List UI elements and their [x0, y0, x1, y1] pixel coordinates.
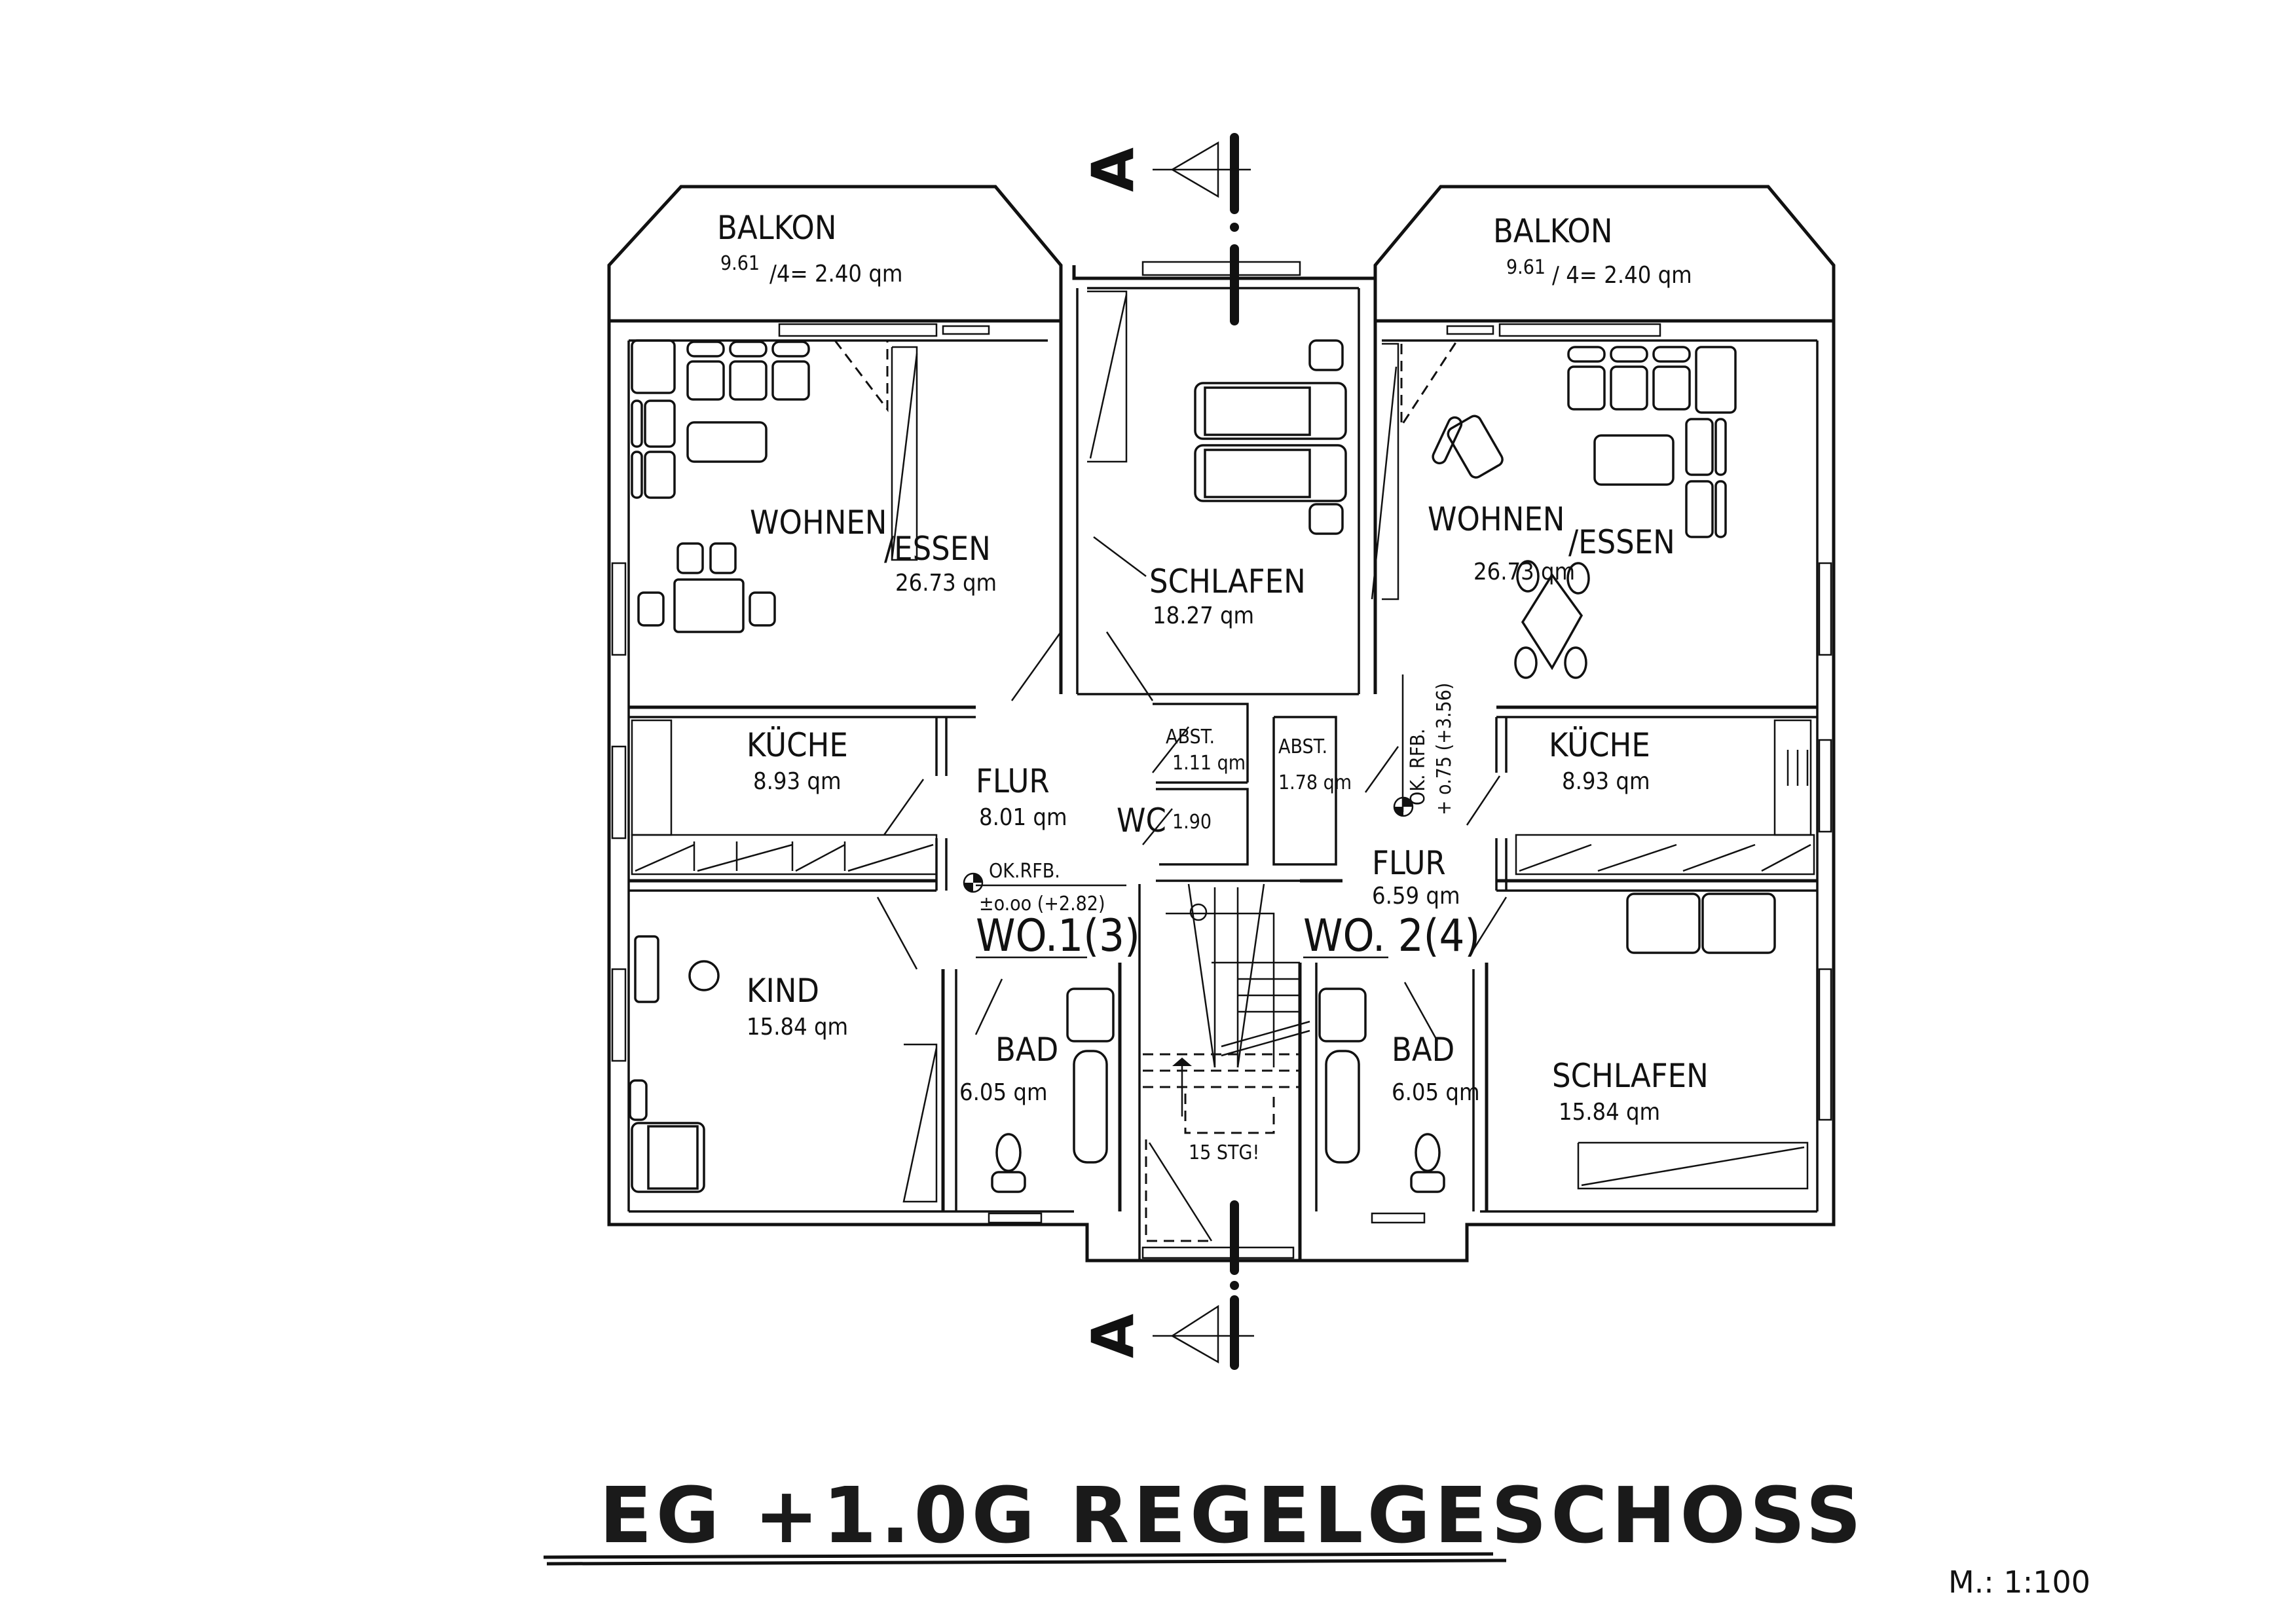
room-balkon-right-area-num: 9.61: [1506, 256, 1546, 279]
room-flur-left-name: FLUR: [976, 762, 1050, 800]
windows: [611, 261, 1832, 1259]
room-schlafen-right-name: SCHLAFEN: [1552, 1057, 1709, 1095]
room-balkon-right-name: BALKON: [1493, 212, 1612, 250]
interior-walls: [629, 288, 1817, 1261]
room-wc-area: 1.90: [1172, 811, 1212, 834]
exterior-walls: [607, 185, 1836, 1263]
furniture-lower: [629, 893, 1809, 1203]
room-abst-right-name: ABST.: [1278, 735, 1327, 758]
drawing-scale: M.: 1:100: [1948, 1564, 2090, 1600]
section-labels: A A: [1079, 147, 1147, 1358]
room-bad-left-area: 6.05 qm: [959, 1079, 1048, 1106]
level-marker-right: [1393, 674, 1414, 817]
room-wohnen-right-area: 26.73 qm: [1473, 559, 1575, 585]
level-annotations: OK.RFB. ±o.oo (+2.82) OK. RFB. + o.75 (+…: [979, 683, 1456, 1164]
room-wohnen-right-name-b: /ESSEN: [1568, 523, 1675, 561]
room-kueche-right-name: KÜCHE: [1549, 726, 1650, 764]
level-right-value: + o.75 (+3.56): [1433, 683, 1456, 815]
section-marker-top: A: [1079, 147, 1147, 192]
room-schlafen-right-area: 15.84 qm: [1559, 1099, 1660, 1126]
unit-labels: WO.1(3) WO. 2(4): [976, 910, 1480, 962]
furniture-kitchens: [631, 719, 1815, 876]
level-left-label: OK.RFB.: [989, 860, 1060, 883]
title-block: EG +1.0G REGELGESCHOSS M.: 1:100: [543, 1470, 2090, 1600]
room-abst-left-area: 1.11 qm: [1172, 752, 1246, 775]
room-wohnen-left-name: WOHNEN: [750, 504, 887, 542]
room-kueche-right-area: 8.93 qm: [1562, 768, 1650, 795]
room-kind-name: KIND: [747, 972, 819, 1010]
room-balkon-right-area: / 4= 2.40 qm: [1552, 262, 1692, 289]
unit-label-wo2: WO. 2(4): [1303, 910, 1480, 962]
room-wohnen-left-name-b: /ESSEN: [884, 530, 991, 568]
room-labels: BALKON 9.61 /4= 2.40 qm BALKON 9.61 / 4=…: [717, 209, 1709, 1126]
stairs-count-label: 15 STG!: [1189, 1141, 1259, 1164]
room-wohnen-left-area: 26.73 qm: [895, 570, 997, 597]
room-wc-name: WC: [1117, 802, 1166, 840]
furniture-living-left: [631, 339, 918, 633]
furniture-living-right: [1371, 340, 1737, 679]
room-flur-left-area: 8.01 qm: [979, 804, 1067, 831]
room-wohnen-right-name: WOHNEN: [1428, 500, 1565, 538]
room-abst-left-name: ABST.: [1166, 726, 1215, 748]
room-kueche-left-area: 8.93 qm: [753, 768, 842, 795]
drawing-title: EG +1.0G REGELGESCHOSS: [599, 1470, 1865, 1560]
level-right-label: OK. RFB.: [1407, 729, 1430, 805]
level-left-value: ±o.oo (+2.82): [979, 893, 1105, 915]
room-balkon-left-name: BALKON: [717, 209, 836, 247]
section-line-bottom: [1153, 1200, 1254, 1370]
room-schlafen-center-name: SCHLAFEN: [1149, 563, 1306, 600]
furniture-bedroom-center: [1087, 290, 1347, 577]
stairwell: [1143, 883, 1310, 1242]
room-balkon-left-area: /4= 2.40 qm: [769, 261, 902, 287]
room-schlafen-center-area: 18.27 qm: [1153, 602, 1254, 629]
room-flur-right-area: 6.59 qm: [1372, 883, 1460, 910]
room-flur-right-name: FLUR: [1372, 844, 1446, 882]
room-abst-right-area: 1.78 qm: [1278, 771, 1352, 794]
room-balkon-left-area-num: 9.61: [720, 252, 760, 275]
door-swings: [876, 631, 1508, 1042]
room-bad-left-name: BAD: [995, 1031, 1058, 1069]
unit-label-wo1: WO.1(3): [976, 910, 1140, 962]
room-bad-right-area: 6.05 qm: [1392, 1079, 1480, 1106]
section-line-top: [1153, 133, 1251, 325]
level-marker-left: [963, 872, 1126, 893]
room-kueche-left-name: KÜCHE: [747, 726, 848, 764]
room-bad-right-name: BAD: [1392, 1031, 1454, 1069]
room-kind-area: 15.84 qm: [747, 1014, 848, 1041]
section-marker-bottom: A: [1079, 1314, 1147, 1358]
